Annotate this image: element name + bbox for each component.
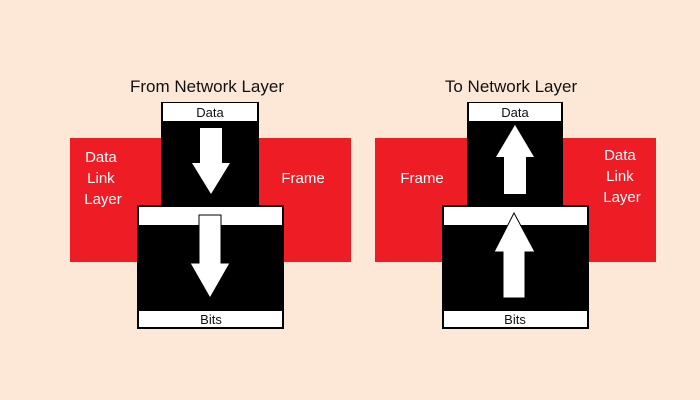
left-side-label-line-2: Link xyxy=(87,170,115,187)
left-top-label: Data xyxy=(196,105,224,120)
right-arrow-up-lower-icon xyxy=(493,211,536,299)
right-side-label-line-1: Data xyxy=(604,147,636,164)
left-diagram: From Network Layer Data Link Layer Frame… xyxy=(70,77,351,329)
right-side-label: Data Link Layer xyxy=(603,147,641,206)
left-bottom-label: Bits xyxy=(200,312,222,327)
right-title: To Network Layer xyxy=(445,77,578,96)
left-title: From Network Layer xyxy=(130,77,284,96)
right-frame-label: Frame xyxy=(400,170,443,187)
left-side-label-line-3: Layer xyxy=(84,191,122,208)
right-diagram: To Network Layer Frame Data Link Layer D… xyxy=(375,77,656,329)
right-top-label: Data xyxy=(501,105,529,120)
right-side-label-line-3: Layer xyxy=(603,189,641,206)
left-side-label-line-1: Data xyxy=(85,149,117,166)
left-top-label-strip xyxy=(163,103,257,121)
right-bottom-label: Bits xyxy=(504,312,526,327)
left-arrow-down-lower-icon xyxy=(189,214,231,300)
left-frame-label: Frame xyxy=(281,170,324,187)
left-arrow-down-upper-icon xyxy=(192,128,230,194)
left-bottom-label-strip xyxy=(139,311,282,327)
right-bottom-label-strip xyxy=(444,311,587,327)
left-side-label: Data Link Layer xyxy=(84,149,122,208)
right-side-label-line-2: Link xyxy=(606,168,634,185)
right-top-label-strip xyxy=(469,103,561,121)
right-arrow-up-upper-icon xyxy=(496,125,534,194)
